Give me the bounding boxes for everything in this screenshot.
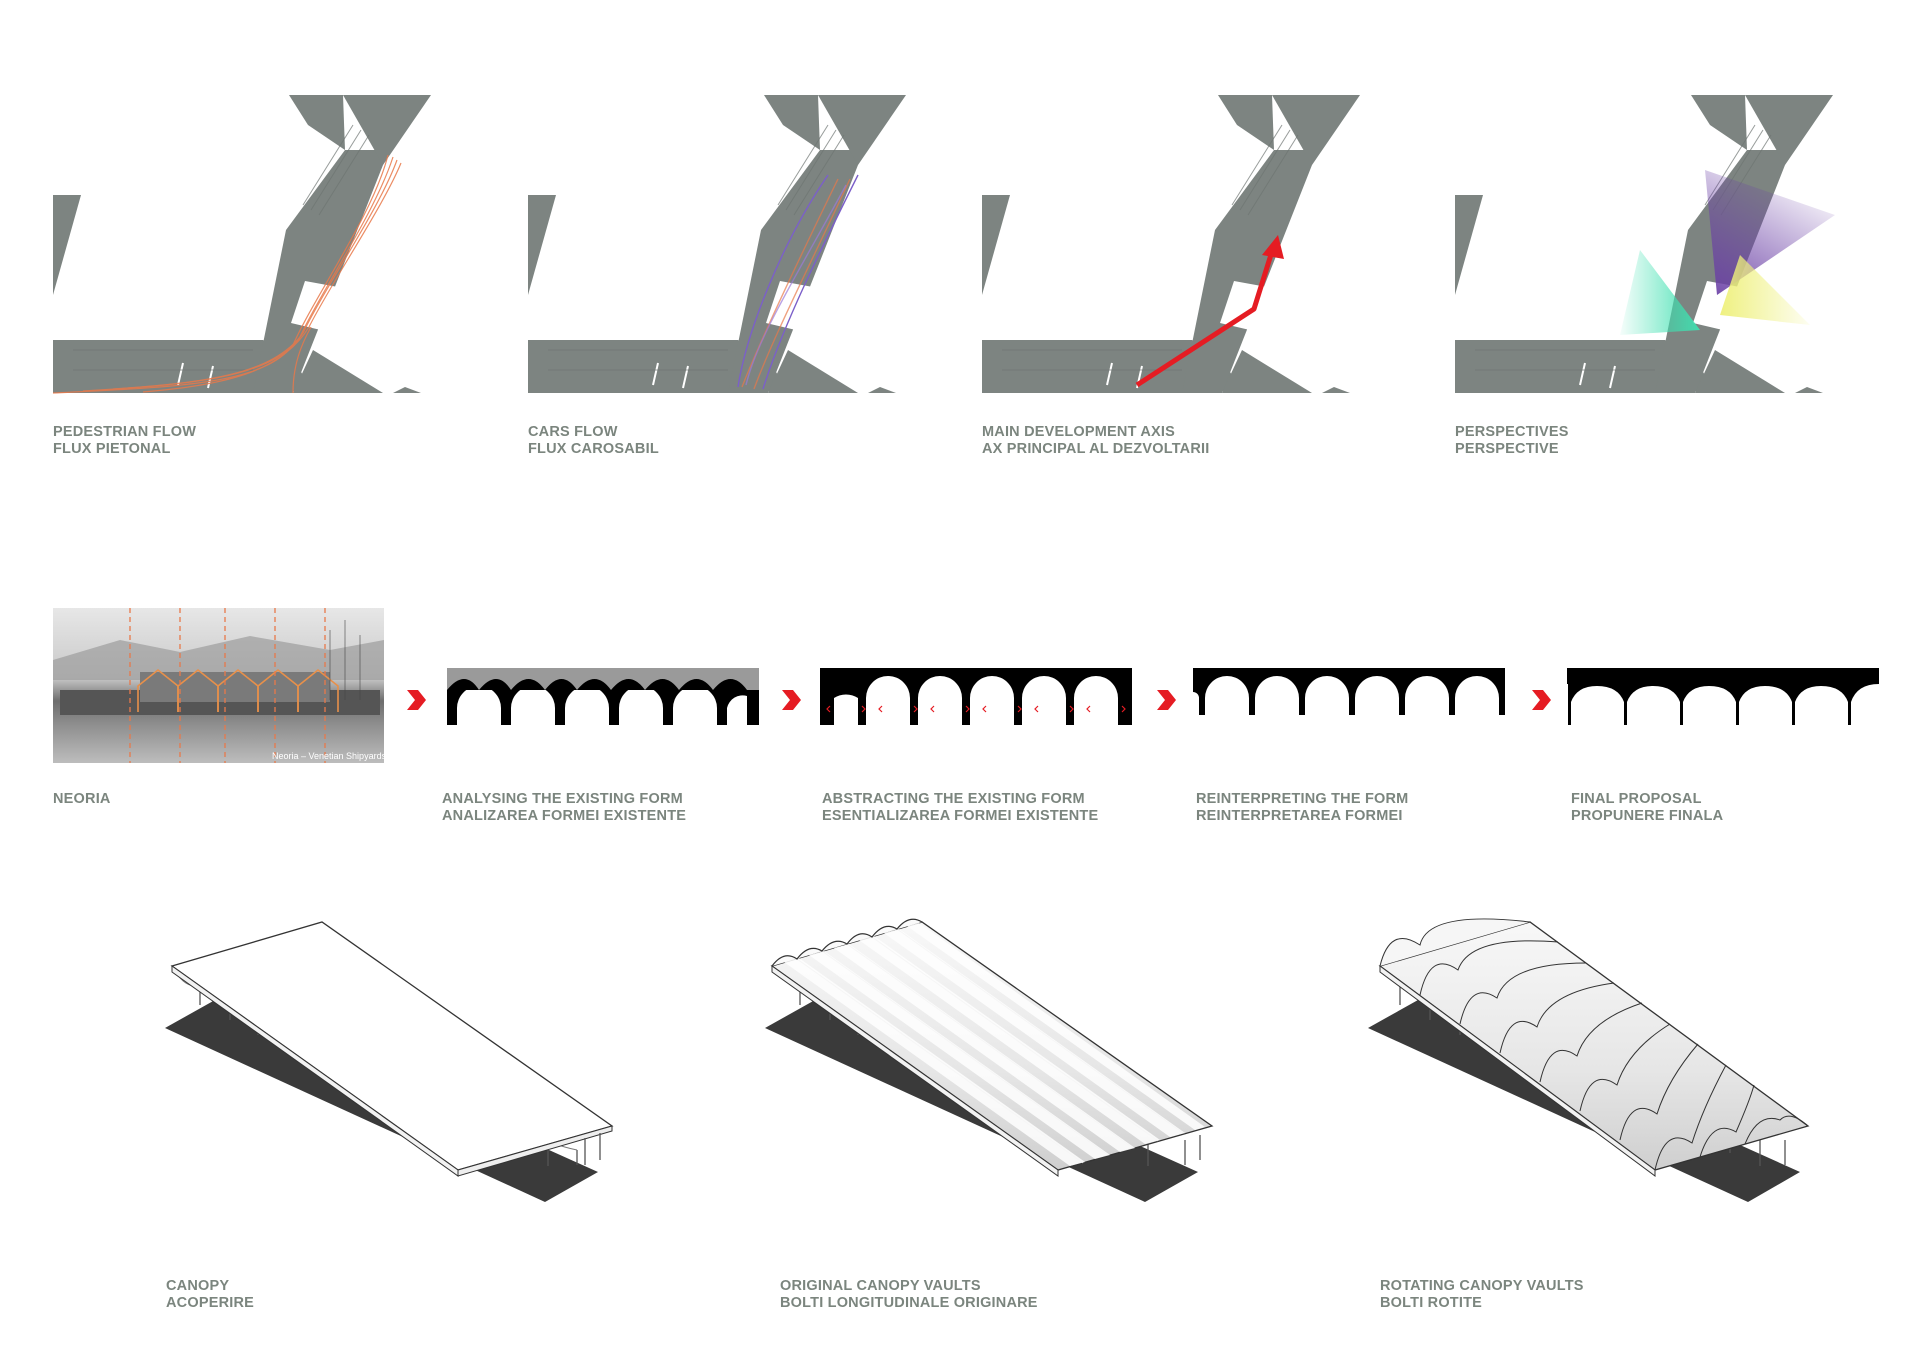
- site-panel-perspectives: [1454, 94, 1835, 394]
- transverse-vaults: [1379, 918, 1809, 1171]
- form-analysing: [447, 668, 759, 725]
- step-arrow-2: [782, 690, 801, 710]
- abstract-markers: [826, 705, 1126, 713]
- caption-canopy: CANOPY ACOPERIRE: [166, 1278, 255, 1311]
- neoria-grid-lines: [129, 608, 326, 763]
- site-panel-pedestrian: [52, 94, 432, 394]
- canopy-plain: [165, 921, 614, 1202]
- step-arrows: [407, 690, 1551, 710]
- canopy-rotating-vaults: [1368, 918, 1810, 1202]
- neoria-arch-overlay: [137, 668, 339, 712]
- caption-cars-flow: CARS FLOW FLUX CAROSABIL: [528, 424, 659, 457]
- caption-rotating-vaults: ROTATING CANOPY VAULTS BOLTI ROTITE: [1380, 1278, 1584, 1311]
- canopy-original-vaults: [765, 918, 1214, 1202]
- step-arrow-1: [407, 690, 426, 710]
- caption-original-vaults: ORIGINAL CANOPY VAULTS BOLTI LONGITUDINA…: [780, 1278, 1038, 1311]
- caption-main-axis: MAIN DEVELOPMENT AXIS AX PRINCIPAL AL DE…: [982, 424, 1210, 457]
- photo-watermark: Neoria – Venetian Shipyards: [272, 751, 387, 761]
- cars-flow-lines: [737, 174, 859, 390]
- caption-final-proposal: FINAL PROPOSAL PROPUNERE FINALA: [1571, 791, 1724, 824]
- neoria-photo: [53, 608, 384, 763]
- caption-abstracting: ABSTRACTING THE EXISTING FORM ESENTIALIZ…: [822, 791, 1099, 824]
- form-abstracting: [820, 668, 1132, 725]
- form-final: [1567, 668, 1879, 725]
- step-arrow-4: [1532, 690, 1551, 710]
- caption-pedestrian-flow: PEDESTRIAN FLOW FLUX PIETONAL: [53, 424, 197, 457]
- site-panel-axis: [981, 94, 1361, 394]
- step-arrow-3: [1157, 690, 1176, 710]
- caption-perspectives: PERSPECTIVES PERSPECTIVE: [1455, 424, 1569, 457]
- perspective-cones: [1620, 170, 1835, 335]
- caption-reinterpreting: REINTERPRETING THE FORM REINTERPRETAREA …: [1196, 791, 1409, 824]
- pedestrian-flow-lines: [52, 154, 402, 394]
- caption-analysing: ANALYSING THE EXISTING FORM ANALIZAREA F…: [442, 791, 687, 824]
- development-axis-arrow: [1135, 235, 1284, 388]
- caption-neoria: NEORIA: [53, 791, 111, 807]
- site-panel-cars: [527, 94, 907, 394]
- form-reinterpreting: [1193, 668, 1505, 715]
